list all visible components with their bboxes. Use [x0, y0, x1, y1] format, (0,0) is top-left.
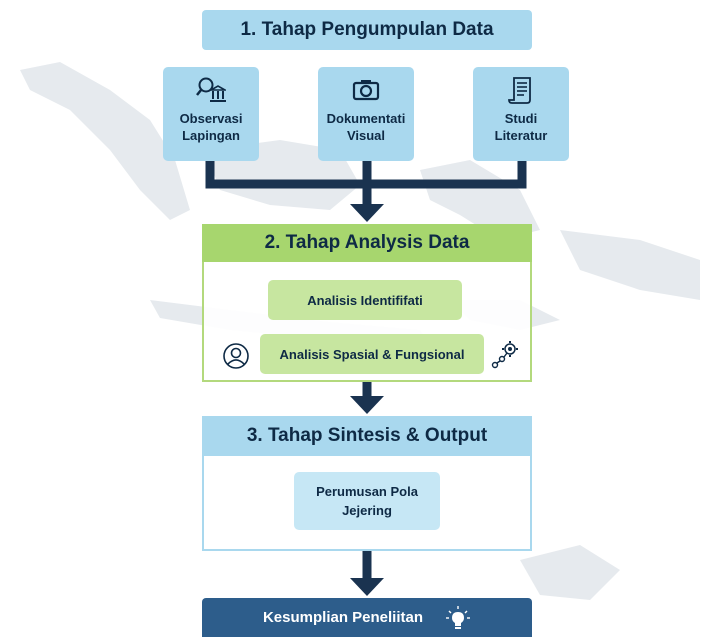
arrowhead-to-final [350, 578, 384, 596]
card-dokumentasi-label: Dokumentati Visual [326, 111, 406, 143]
conclusion-box: Kesumplian Peneliitan [202, 598, 532, 637]
lightbulb-icon [446, 605, 471, 629]
card-studi-label: Studi Literatur [494, 111, 548, 143]
perumusan-pola-box: Perumusan Pola Jejering [294, 472, 440, 530]
map-island-west [20, 62, 190, 220]
analisis-identifikasi-box: Analisis Identififati [268, 280, 462, 320]
map-island-far-east [560, 230, 700, 300]
camera-icon [352, 80, 380, 101]
card-observasi-label: Observasi Lapingan [179, 111, 243, 143]
step2-title: 2. Tahap Analysis Data [202, 224, 532, 262]
document-scroll-icon [508, 77, 531, 104]
map-island-bottom [520, 545, 620, 600]
arrowhead-to-step2 [350, 204, 384, 222]
network-gear-icon [491, 341, 518, 369]
card-observasi: Observasi Lapingan [163, 67, 259, 161]
arrowhead-to-step3 [350, 396, 384, 414]
person-icon [223, 343, 249, 369]
analisis-spasial-box: Analisis Spasial & Fungsional [260, 334, 484, 374]
card-dokumentasi: Dokumentati Visual [318, 67, 414, 161]
step1-title: 1. Tahap Pengumpulan Data [202, 10, 532, 50]
conclusion-label: Kesumplian Peneliitan [262, 609, 424, 626]
step3-title: 3. Tahap Sintesis & Output [202, 416, 532, 456]
card-studi: Studi Literatur [473, 67, 569, 161]
magnifier-building-icon [196, 77, 226, 102]
